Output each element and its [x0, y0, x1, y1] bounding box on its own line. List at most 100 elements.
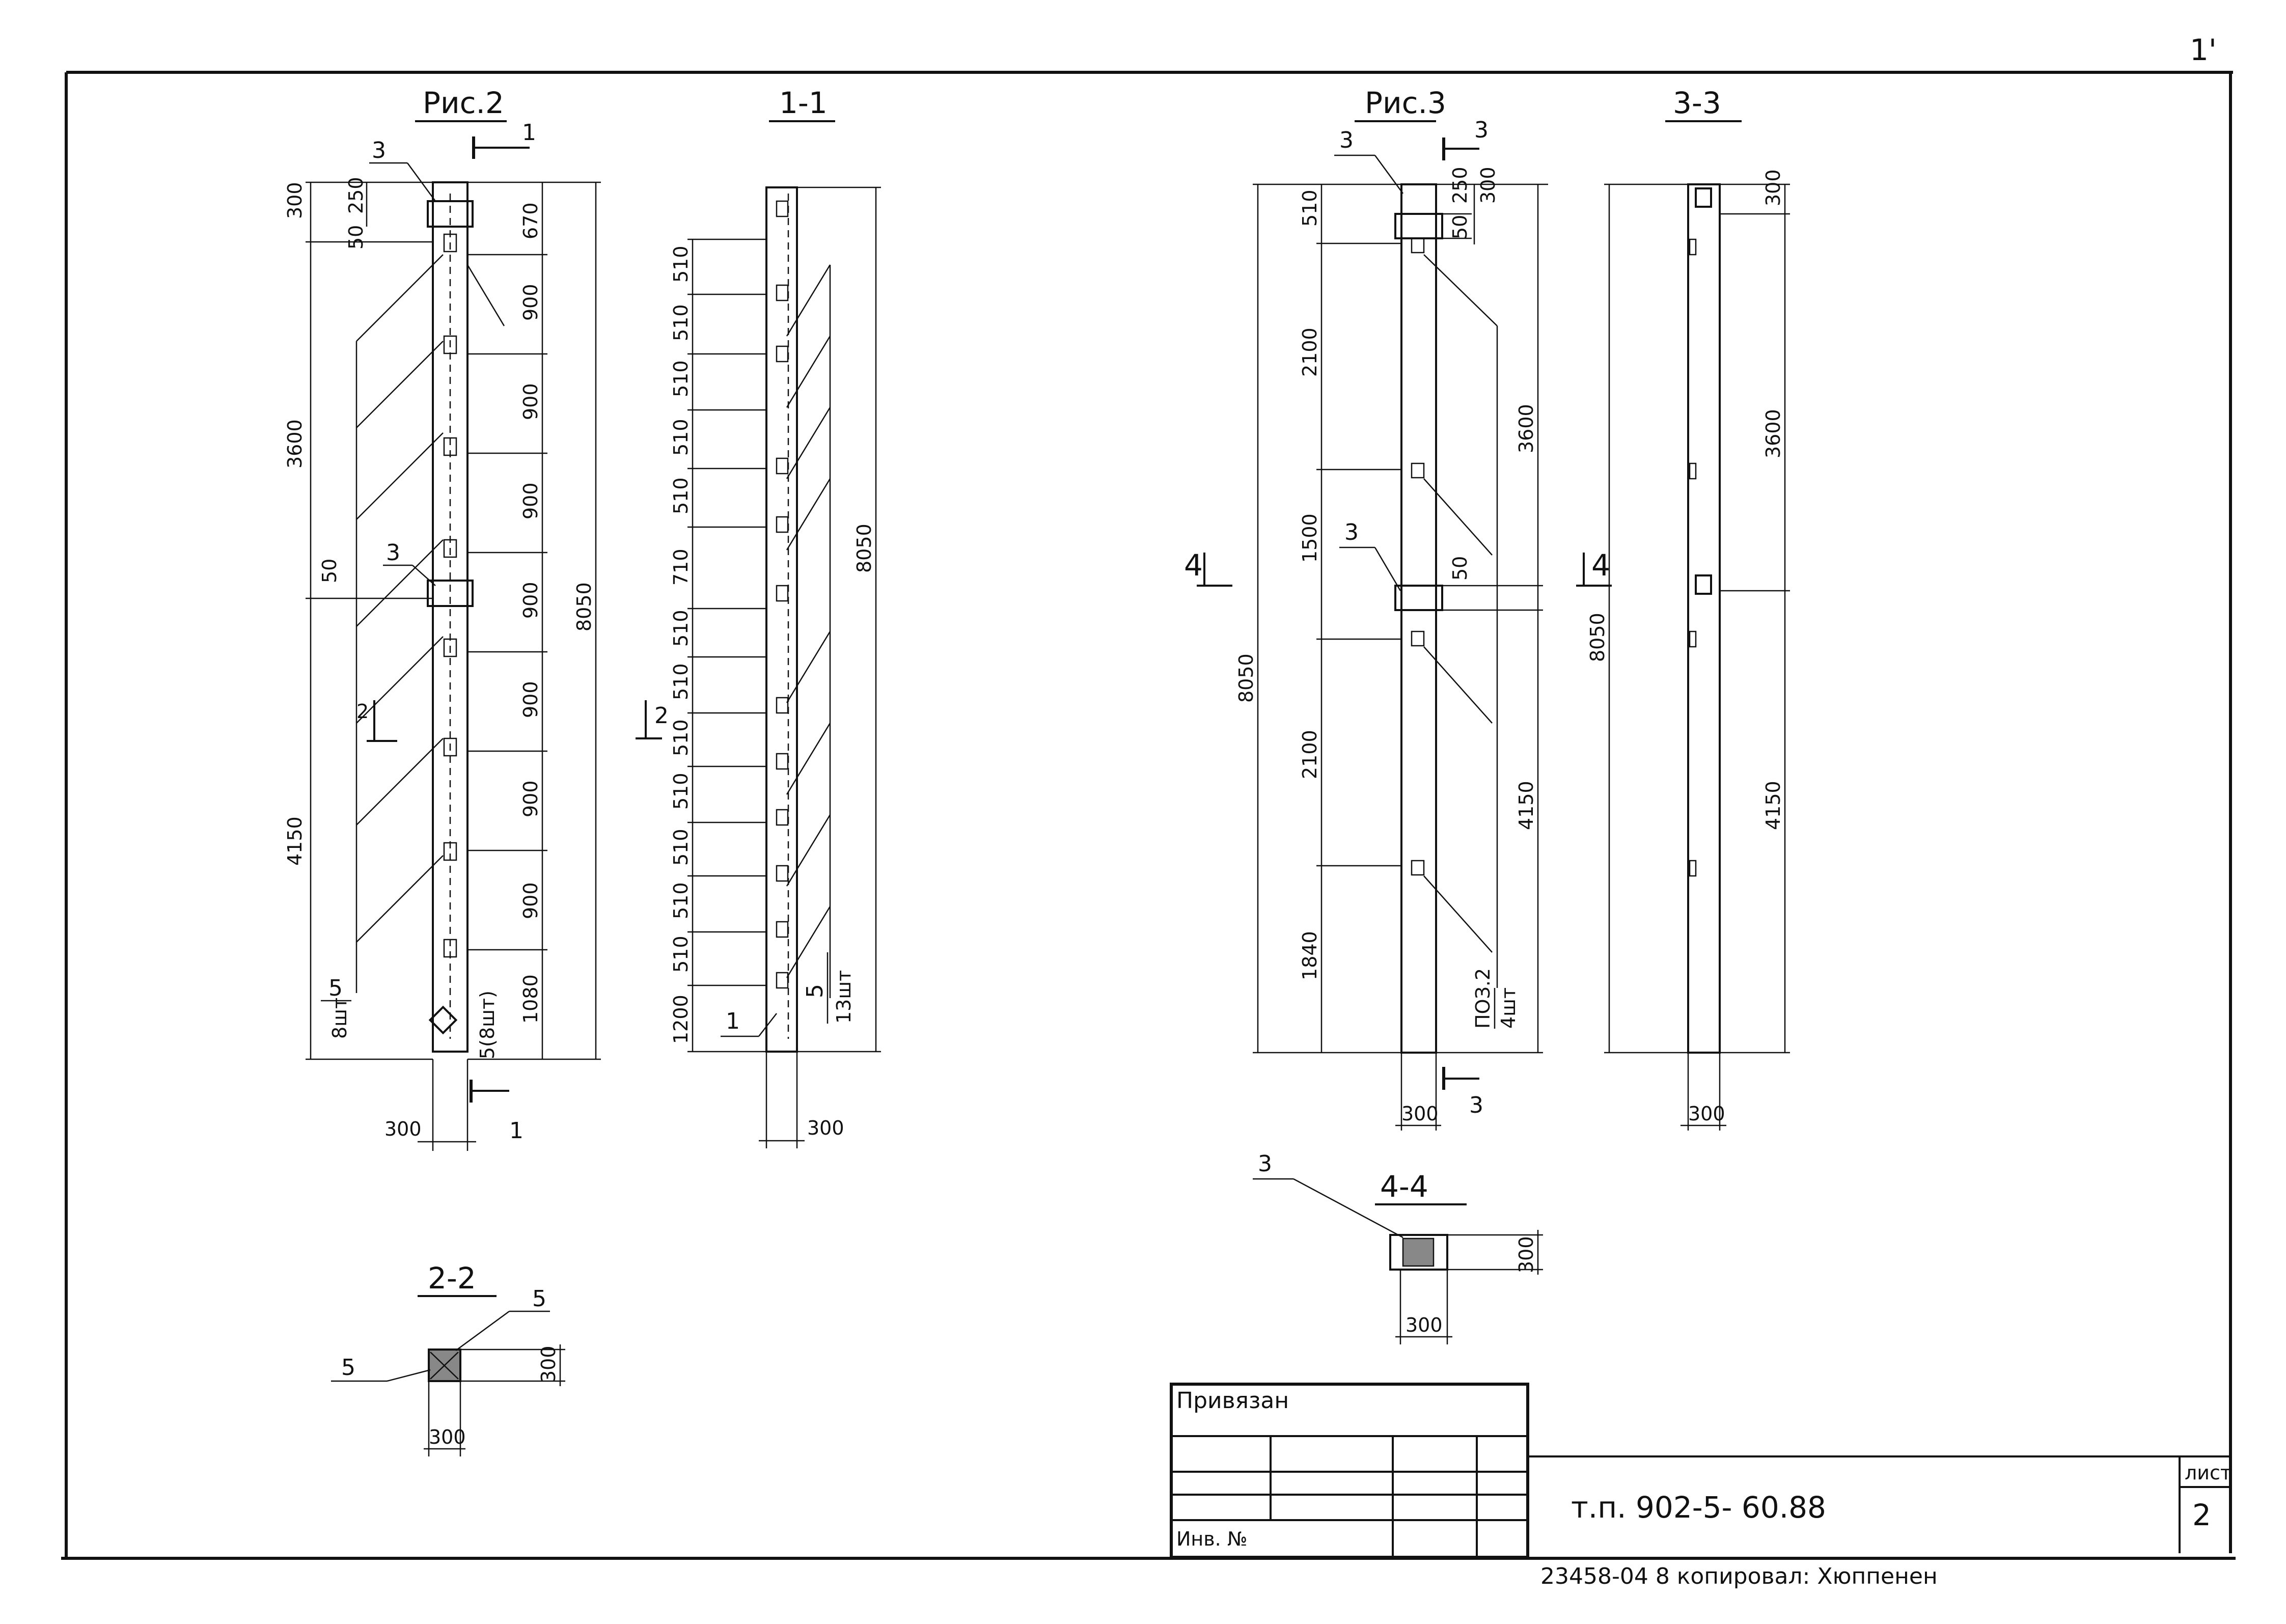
- sec44-cross-section: [1389, 1234, 1448, 1271]
- fig2-dim-3600: 3600: [284, 419, 306, 469]
- document-code: т.п. 902-5- 60.88: [1571, 1490, 1826, 1525]
- sec11-column: [765, 186, 798, 1053]
- fig3-title: Рис.3: [1365, 86, 1446, 120]
- fig3-section-mark-bottom: 3: [1469, 1092, 1483, 1118]
- section-1-1: 1-1 510 510 510 510 510 710 5: [636, 86, 881, 1148]
- sec33-title: 3-3: [1673, 86, 1721, 120]
- sec33-dim-300: 300: [1762, 169, 1784, 206]
- sec11-title: 1-1: [779, 86, 828, 120]
- sec33-section-4: 4: [1591, 548, 1610, 583]
- fig2-dim-50-top: 50: [345, 225, 367, 250]
- fig2-callout-3-top: 3: [372, 137, 386, 163]
- fig3-dim-50: 50: [1449, 215, 1471, 239]
- corner-mark: 1': [2190, 33, 2217, 67]
- fig2-dim-900-4: 900: [519, 582, 542, 619]
- fig3-dim-1500: 1500: [1299, 513, 1321, 563]
- sec22-callout-left: 5: [341, 1355, 355, 1381]
- sheet-label: лист: [2185, 1462, 2232, 1484]
- sec11-dim-510-8: 510: [670, 719, 692, 756]
- fig2-dim-width: 300: [384, 1118, 422, 1140]
- stamp-header: Привязан: [1176, 1388, 1289, 1414]
- fig3-section-mark-top: 3: [1474, 117, 1489, 143]
- fig3-column: [1400, 183, 1437, 1054]
- sec11-dim-total: 8050: [853, 524, 875, 573]
- fig2-callout-5-qty: 8шт: [328, 998, 351, 1039]
- fig3-dim-2100-2: 2100: [1299, 730, 1321, 779]
- fig3-callout-3-mid: 3: [1344, 519, 1359, 545]
- fig2-title: Рис.2: [423, 86, 504, 120]
- fig3-callout-part-qty: 4шт: [1497, 987, 1520, 1029]
- sec33-dim-total: 8050: [1586, 613, 1609, 662]
- fig2-section-mark-top: 1: [522, 120, 536, 146]
- sec33-dim-4150: 4150: [1762, 781, 1784, 830]
- fig3-dim-1840: 1840: [1299, 931, 1321, 980]
- figure-2: Рис.2 1 1 300 250 50 3600 50: [284, 86, 601, 1151]
- sec11-dim-510-11: 510: [670, 882, 692, 919]
- fig2-dim-300: 300: [284, 182, 306, 219]
- fig2-section-2-label: 2: [356, 700, 369, 723]
- fig2-dim-900-3: 900: [519, 482, 542, 519]
- fig2-dim-total: 8050: [573, 582, 595, 631]
- fig2-dim-900-5: 900: [519, 681, 542, 718]
- section-3-3: 3-3 4 8050 300 3600 4150 300: [1576, 86, 1790, 1131]
- stamp-table: [1170, 1383, 1529, 1559]
- stamp-inv-label: Инв. №: [1176, 1528, 1247, 1550]
- fig2-callout-5b: 5(8шт): [476, 990, 499, 1059]
- sec44-title: 4-4: [1380, 1169, 1428, 1204]
- sec11-section-2: 2: [654, 703, 669, 729]
- fig3-dim-510: 510: [1299, 189, 1321, 227]
- sec44-dim-w: 300: [1406, 1314, 1443, 1336]
- fig2-dim-670: 670: [519, 202, 542, 239]
- fig2-dim-900-1: 900: [519, 284, 542, 321]
- sec11-dim-510-2: 510: [670, 304, 692, 341]
- sec22-title: 2-2: [428, 1261, 476, 1296]
- fig2-dim-4150: 4150: [284, 816, 306, 866]
- fig2-dim-50-mid: 50: [318, 559, 341, 583]
- fig2-dim-900-6: 900: [519, 780, 542, 817]
- fig3-section-4: 4: [1184, 548, 1203, 583]
- sec11-dim-510-10: 510: [670, 829, 692, 866]
- sec33-dim-width: 300: [1688, 1103, 1725, 1125]
- fig3-dim-2100-1: 2100: [1299, 327, 1321, 377]
- sec11-callout-1: 1: [726, 1008, 740, 1034]
- fig2-dim-900-2: 900: [519, 383, 542, 420]
- sheet-number: 2: [2192, 1498, 2211, 1532]
- sec11-dim-1200: 1200: [670, 995, 692, 1044]
- fig2-dim-250: 250: [345, 177, 367, 214]
- fig3-dim-250: 250: [1449, 167, 1471, 204]
- fig3-dim-4150: 4150: [1515, 781, 1537, 830]
- sec11-callout-5-qty: 13шт: [833, 970, 855, 1024]
- sec11-dim-510-9: 510: [670, 773, 692, 810]
- sec22-dim-h: 300: [537, 1345, 560, 1383]
- fig2-column: [432, 181, 469, 1053]
- fig3-dim-300: 300: [1477, 167, 1499, 204]
- fig2-section-mark-bottom: 1: [509, 1118, 524, 1144]
- sec33-column: [1687, 183, 1721, 1054]
- fig2-dim-1080: 1080: [519, 974, 542, 1024]
- fig3-dim-50-mid: 50: [1449, 556, 1471, 581]
- sec44-dim-h: 300: [1515, 1236, 1537, 1273]
- sec11-dim-510-4: 510: [670, 419, 692, 456]
- sec11-dim-width: 300: [807, 1117, 844, 1139]
- sec11-dim-510-5: 510: [670, 477, 692, 514]
- sec33-dim-3600: 3600: [1762, 409, 1784, 458]
- sec11-dim-510-6: 510: [670, 610, 692, 647]
- sec44-callout: 3: [1258, 1151, 1272, 1177]
- fig3-dim-total: 8050: [1235, 653, 1257, 703]
- section-2-2: 2-2 5 5 300 300: [331, 1261, 565, 1456]
- sec11-callout-5: 5: [802, 984, 828, 998]
- fig3-dim-3600: 3600: [1515, 404, 1537, 453]
- copy-note: 23458-04 8 копировал: Хюппенен: [1540, 1563, 1938, 1589]
- fig3-callout-3-top: 3: [1339, 127, 1354, 153]
- fig3-callout-part: ПОЗ.2: [1472, 968, 1494, 1029]
- sec22-callout-right: 5: [532, 1286, 546, 1312]
- section-4-4: 4-4 3 300 300: [1253, 1151, 1543, 1344]
- sec11-dim-510-1: 510: [670, 245, 692, 283]
- figure-3: Рис.3 3 3 4 3 3 510 2100 150: [1184, 86, 1548, 1131]
- fig3-dim-width: 300: [1401, 1103, 1439, 1125]
- sec11-dim-510-3: 510: [670, 360, 692, 397]
- sec22-dim-w: 300: [429, 1426, 466, 1448]
- fig2-callout-5: 5: [328, 975, 343, 1001]
- fig2-callout-3-mid: 3: [386, 540, 400, 566]
- sec11-dim-710: 710: [670, 548, 692, 586]
